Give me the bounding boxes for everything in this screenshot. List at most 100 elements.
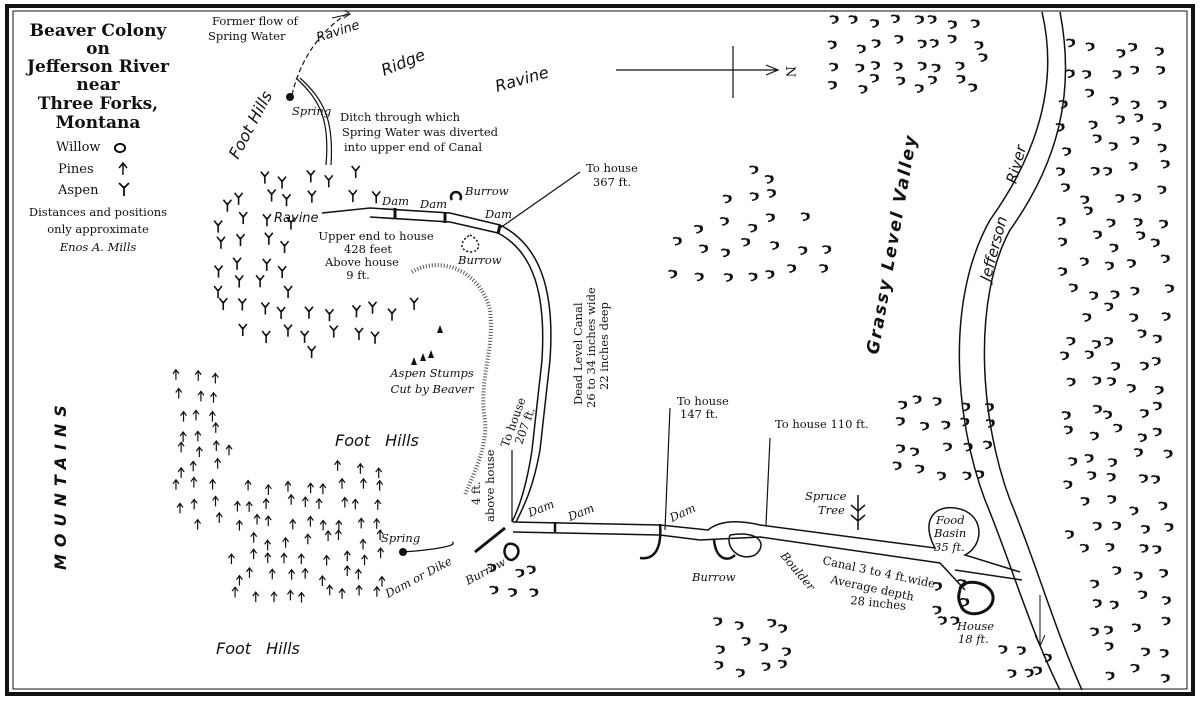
pine-icon [264,552,272,564]
willow-icon [1057,237,1067,247]
aspen-icon [370,331,380,344]
willow-icon [722,194,732,204]
willow-icon [914,15,924,24]
willow-icon [1112,70,1122,79]
pine-icon [225,444,233,456]
ridge-label: Ridge [378,45,428,80]
willow-icon [1084,88,1095,98]
spruce-tree-label: Tree [818,503,845,517]
willow-icon [1115,194,1125,203]
willow-icon [1139,361,1149,371]
willow-icon [1163,449,1173,459]
willow-icon [962,471,972,481]
willow-icon [856,44,866,54]
pine-icon [180,410,188,422]
willow-icon [1063,480,1073,489]
pine-icon [209,478,217,490]
label-line: 26 to 34 inches wide [584,287,598,408]
willow-icon [1092,376,1102,385]
willow-icon [1067,457,1078,466]
willow-icon [1057,267,1068,276]
burrow-label: Burrow [691,570,736,584]
pine-icon [231,586,239,598]
willow-icon [827,40,837,50]
willow-icon [747,223,758,233]
pine-icon [304,533,312,545]
label-line: Aspen Stumps [389,366,474,380]
dead-level-canal [321,207,552,523]
pine-icon [262,497,270,509]
willow-icon [869,73,879,83]
willow-icon [931,63,941,73]
willow-icon [917,61,927,71]
willow-icon [970,19,980,28]
willow-icon [113,142,127,154]
willow-icon [950,616,960,625]
canal-lower-label: Canal 3 to 4 ft.wide Average depth 28 in… [821,553,936,613]
willow-icon [1137,329,1147,338]
pine-icon [208,410,216,422]
pine-icon [227,553,235,565]
willow-icon [1055,122,1065,132]
willow-icon [829,15,839,24]
willow-icon [1150,475,1160,484]
aspen-icon [264,232,274,245]
aspen-icon [213,285,223,298]
pine-icon [359,477,367,489]
label-line: 4 ft. [469,481,483,505]
willow-icon [892,461,902,471]
aspen-icon [222,199,233,212]
pine-icon [195,446,203,458]
burrow-label: Burrow [464,184,509,198]
willow-icon [800,212,810,221]
willow-icon [1088,120,1098,130]
willow-icon [1068,283,1078,293]
pine-icon [377,547,385,559]
willow-icon [694,272,704,282]
willow-icon [1130,286,1140,296]
pine-icon [189,460,197,472]
willow-icon [917,39,927,49]
willow-icon [1088,291,1099,300]
grassy-valley-label: Grassy Level Valley [863,132,921,355]
willow-icon [828,62,838,72]
willow-icon [1160,254,1170,264]
spring-marker [286,93,294,101]
willow-icon [871,39,881,48]
willow-icon [767,618,777,628]
pine-icon [357,517,365,529]
willow-icon [1107,495,1117,504]
willow-icon [798,246,808,255]
food-basin-label: Food [935,513,965,527]
willow-icon [936,471,946,481]
willow-icon [1102,410,1112,420]
pine-icon [319,482,327,494]
willow-icon [1065,38,1076,48]
spruce-tree-label: Spruce [805,489,847,503]
aspen-stumps-label: Aspen Stumps Cut by Beaver [389,366,475,396]
aspen-icon [238,323,248,336]
aspen-icon [283,324,293,337]
ravine-label: Ravine [274,211,319,226]
legend-label-willow: Willow [56,140,101,155]
willow-icon [486,563,497,573]
willow-icon [1157,143,1167,153]
willow-icon [698,244,708,254]
willow-icon [1133,218,1143,227]
willow-icon [1066,377,1076,387]
dam-label: Dam [484,207,512,221]
pine-icon [179,430,187,442]
mountains-label: MOUNTAINS [51,398,70,570]
river-label: Jefferson River [976,142,1031,286]
to-house-207-label: To house 207 ft. [498,395,538,449]
pine-icon [324,530,332,542]
pine-icon [250,548,258,560]
pine-icon [250,531,258,543]
willow-icon [1135,231,1146,240]
willow-icon [914,464,925,474]
willow-icon [1128,313,1139,322]
willow-icon [1064,530,1074,539]
pine-icon [306,515,314,527]
willow-icon [927,75,937,85]
